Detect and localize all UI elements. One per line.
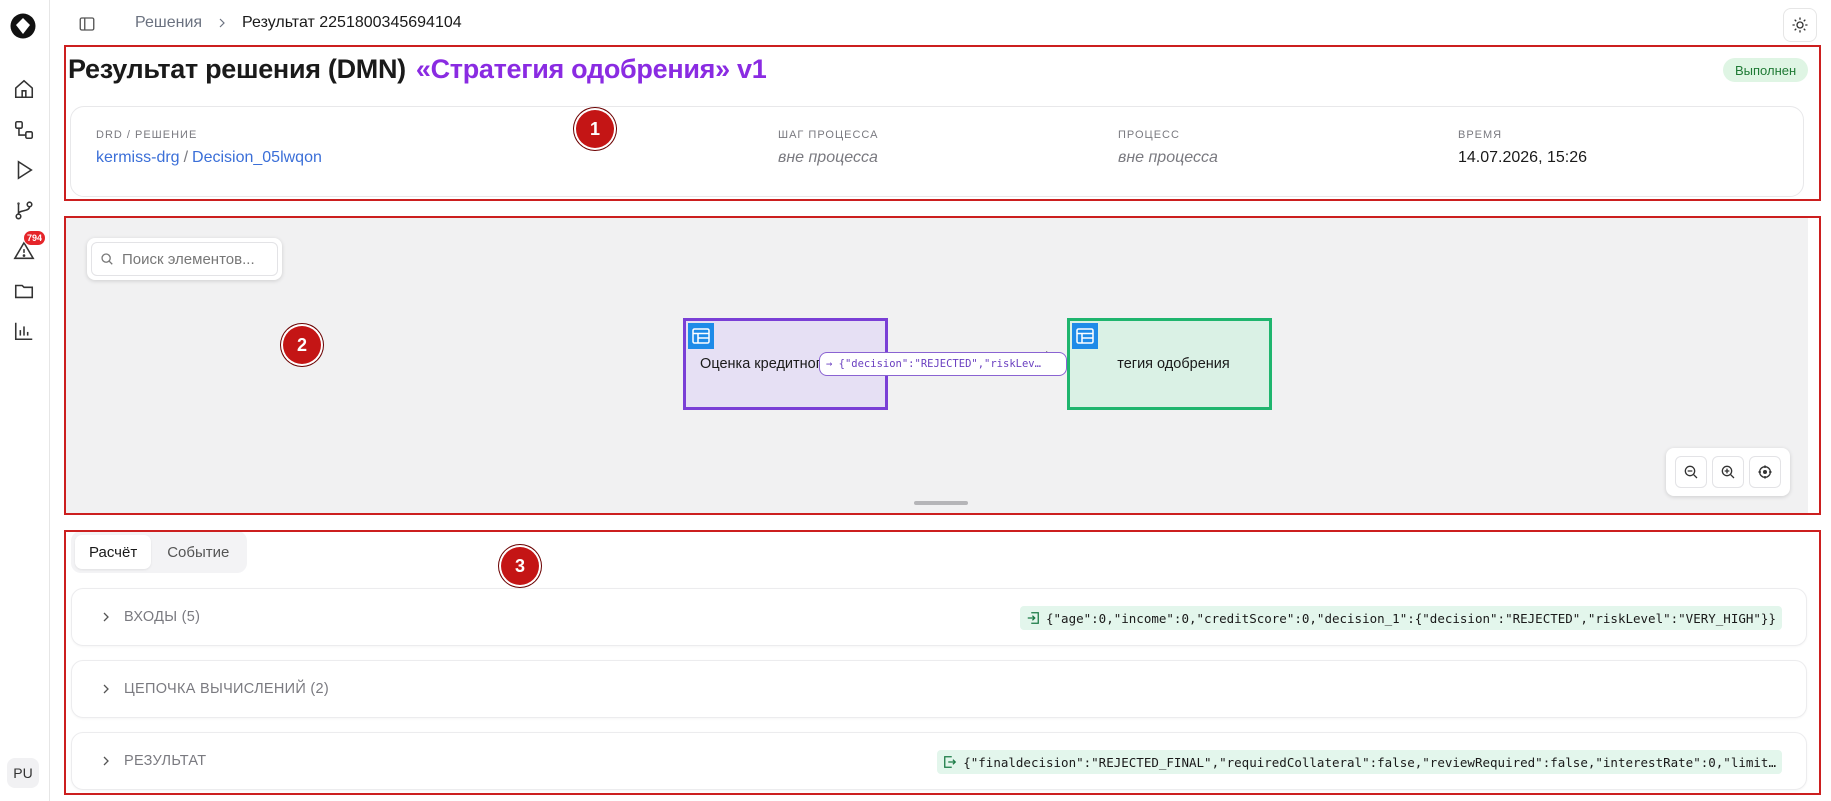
output-arrow-icon — [944, 756, 957, 768]
tab-calculation[interactable]: Расчёт — [75, 535, 152, 569]
info-process: ПРОЦЕСС вне процесса — [1118, 129, 1218, 167]
play-icon — [17, 160, 33, 180]
diagram-node-label: тегия одобрения — [1117, 356, 1230, 372]
page-title-decision: «Стратегия одобрения» v1 — [415, 54, 767, 84]
breadcrumb-current: Результат 2251800345694104 — [242, 14, 462, 31]
zoom-out-icon — [1684, 465, 1698, 479]
chevron-right-icon — [98, 609, 114, 625]
result-json-preview: {"finaldecision":"REJECTED_FINAL","requi… — [937, 750, 1782, 774]
element-search-field — [91, 242, 278, 276]
folder-icon — [14, 284, 34, 299]
nav-decisions[interactable] — [9, 115, 39, 145]
theme-toggle-button[interactable] — [1783, 8, 1817, 42]
accordion-result-title: РЕЗУЛЬТАТ — [124, 753, 207, 769]
decision-table-icon — [1072, 323, 1098, 349]
element-search — [87, 238, 282, 280]
annotation-number-1: 1 — [576, 110, 614, 148]
git-branch-icon — [15, 201, 33, 220]
accordion-result[interactable]: РЕЗУЛЬТАТ {"finaldecision":"REJECTED_FIN… — [71, 732, 1807, 790]
nav-analytics[interactable] — [9, 316, 39, 346]
info-time-value: 14.07.2026, 15:26 — [1458, 149, 1588, 166]
decision-table-icon — [688, 323, 714, 349]
info-process-label: ПРОЦЕСС — [1118, 129, 1180, 141]
info-drd: DRD / РЕШЕНИЕ kermiss-drg/Decision_05lwq… — [96, 129, 322, 167]
diagram-nodes-icon — [14, 120, 34, 140]
search-icon — [101, 253, 113, 265]
nav-alerts[interactable]: 794 — [9, 230, 47, 266]
accordion-inputs[interactable]: ВХОДЫ (5) {"age":0,"income":0,"creditSco… — [71, 588, 1807, 646]
app-logo-icon[interactable] — [9, 12, 37, 40]
info-drd-label: DRD / РЕШЕНИЕ — [96, 129, 198, 141]
element-search-input[interactable] — [122, 250, 262, 268]
chevron-right-icon — [219, 18, 225, 28]
canvas-resize-handle[interactable] — [914, 501, 968, 505]
warning-icon — [13, 241, 35, 260]
drd-link[interactable]: kermiss-drg — [96, 149, 180, 166]
bar-chart-icon — [14, 322, 33, 341]
nav-files[interactable] — [9, 276, 39, 306]
info-drd-value: kermiss-drg/Decision_05lwqon — [96, 149, 322, 167]
info-process-value: вне процесса — [1118, 149, 1218, 166]
edge-data-label: → {"decision":"REJECTED","riskLev… — [819, 352, 1067, 376]
chevron-right-icon — [98, 681, 114, 697]
nav-branches[interactable] — [9, 195, 39, 225]
sidebar: 794 PU — [0, 0, 50, 801]
drd-separator: / — [183, 149, 189, 166]
page-title: Результат решения (DMN) «Стратегия одобр… — [68, 54, 767, 85]
tab-event[interactable]: Событие — [167, 543, 230, 561]
decision-info-card: DRD / РЕШЕНИЕ kermiss-drg/Decision_05lwq… — [70, 106, 1804, 197]
nav-run[interactable] — [9, 155, 39, 185]
input-arrow-icon — [1027, 612, 1039, 624]
zoom-controls — [1666, 448, 1790, 496]
sun-icon — [1792, 17, 1808, 33]
decision-link[interactable]: Decision_05lwqon — [192, 149, 322, 166]
zoom-out-button[interactable] — [1674, 456, 1707, 488]
info-time-label: ВРЕМЯ — [1458, 129, 1503, 141]
zoom-in-button[interactable] — [1711, 456, 1744, 488]
annotation-box-3 — [64, 530, 1821, 795]
info-time: ВРЕМЯ 14.07.2026, 15:26 — [1458, 129, 1587, 167]
home-icon — [14, 79, 34, 99]
breadcrumb: Решения Результат 2251800345694104 — [135, 14, 462, 32]
diagram-node-approval-strategy[interactable]: тегия одобрения — [1067, 318, 1272, 410]
annotation-box-2 — [64, 216, 1821, 515]
annotation-box-1 — [64, 45, 1821, 201]
page-title-main: Результат решения (DMN) — [68, 54, 406, 84]
info-step-value: вне процесса — [778, 149, 878, 166]
info-step: ШАГ ПРОЦЕССА вне процесса — [778, 129, 878, 167]
inputs-json-preview: {"age":0,"income":0,"creditScore":0,"dec… — [1020, 606, 1782, 630]
alerts-badge: 794 — [23, 230, 47, 246]
panel-toggle-button[interactable] — [77, 14, 97, 34]
fit-view-button[interactable] — [1749, 456, 1782, 488]
user-avatar[interactable]: PU — [7, 758, 39, 788]
inputs-json-text: {"age":0,"income":0,"creditScore":0,"dec… — [1046, 610, 1776, 626]
accordion-inputs-title: ВХОДЫ (5) — [124, 609, 201, 625]
topbar: Решения Результат 2251800345694104 — [50, 0, 1831, 48]
info-step-label: ШАГ ПРОЦЕССА — [778, 129, 879, 141]
result-tabs: Расчёт Событие — [71, 531, 248, 573]
result-json-text: {"finaldecision":"REJECTED_FINAL","requi… — [963, 754, 1776, 770]
zoom-in-icon — [1721, 465, 1735, 479]
crosshair-icon — [1758, 465, 1772, 479]
breadcrumb-parent-link[interactable]: Решения — [135, 14, 203, 31]
accordion-chain-title: ЦЕПОЧКА ВЫЧИСЛЕНИЙ (2) — [124, 681, 330, 697]
chevron-right-icon — [98, 753, 114, 769]
annotation-number-3: 3 — [501, 547, 539, 585]
accordion-chain[interactable]: ЦЕПОЧКА ВЫЧИСЛЕНИЙ (2) — [71, 660, 1807, 718]
sidebar-panel-icon — [79, 17, 95, 31]
nav-home[interactable] — [9, 74, 39, 104]
annotation-number-2: 2 — [283, 326, 321, 364]
status-badge: Выполнен — [1723, 58, 1809, 82]
